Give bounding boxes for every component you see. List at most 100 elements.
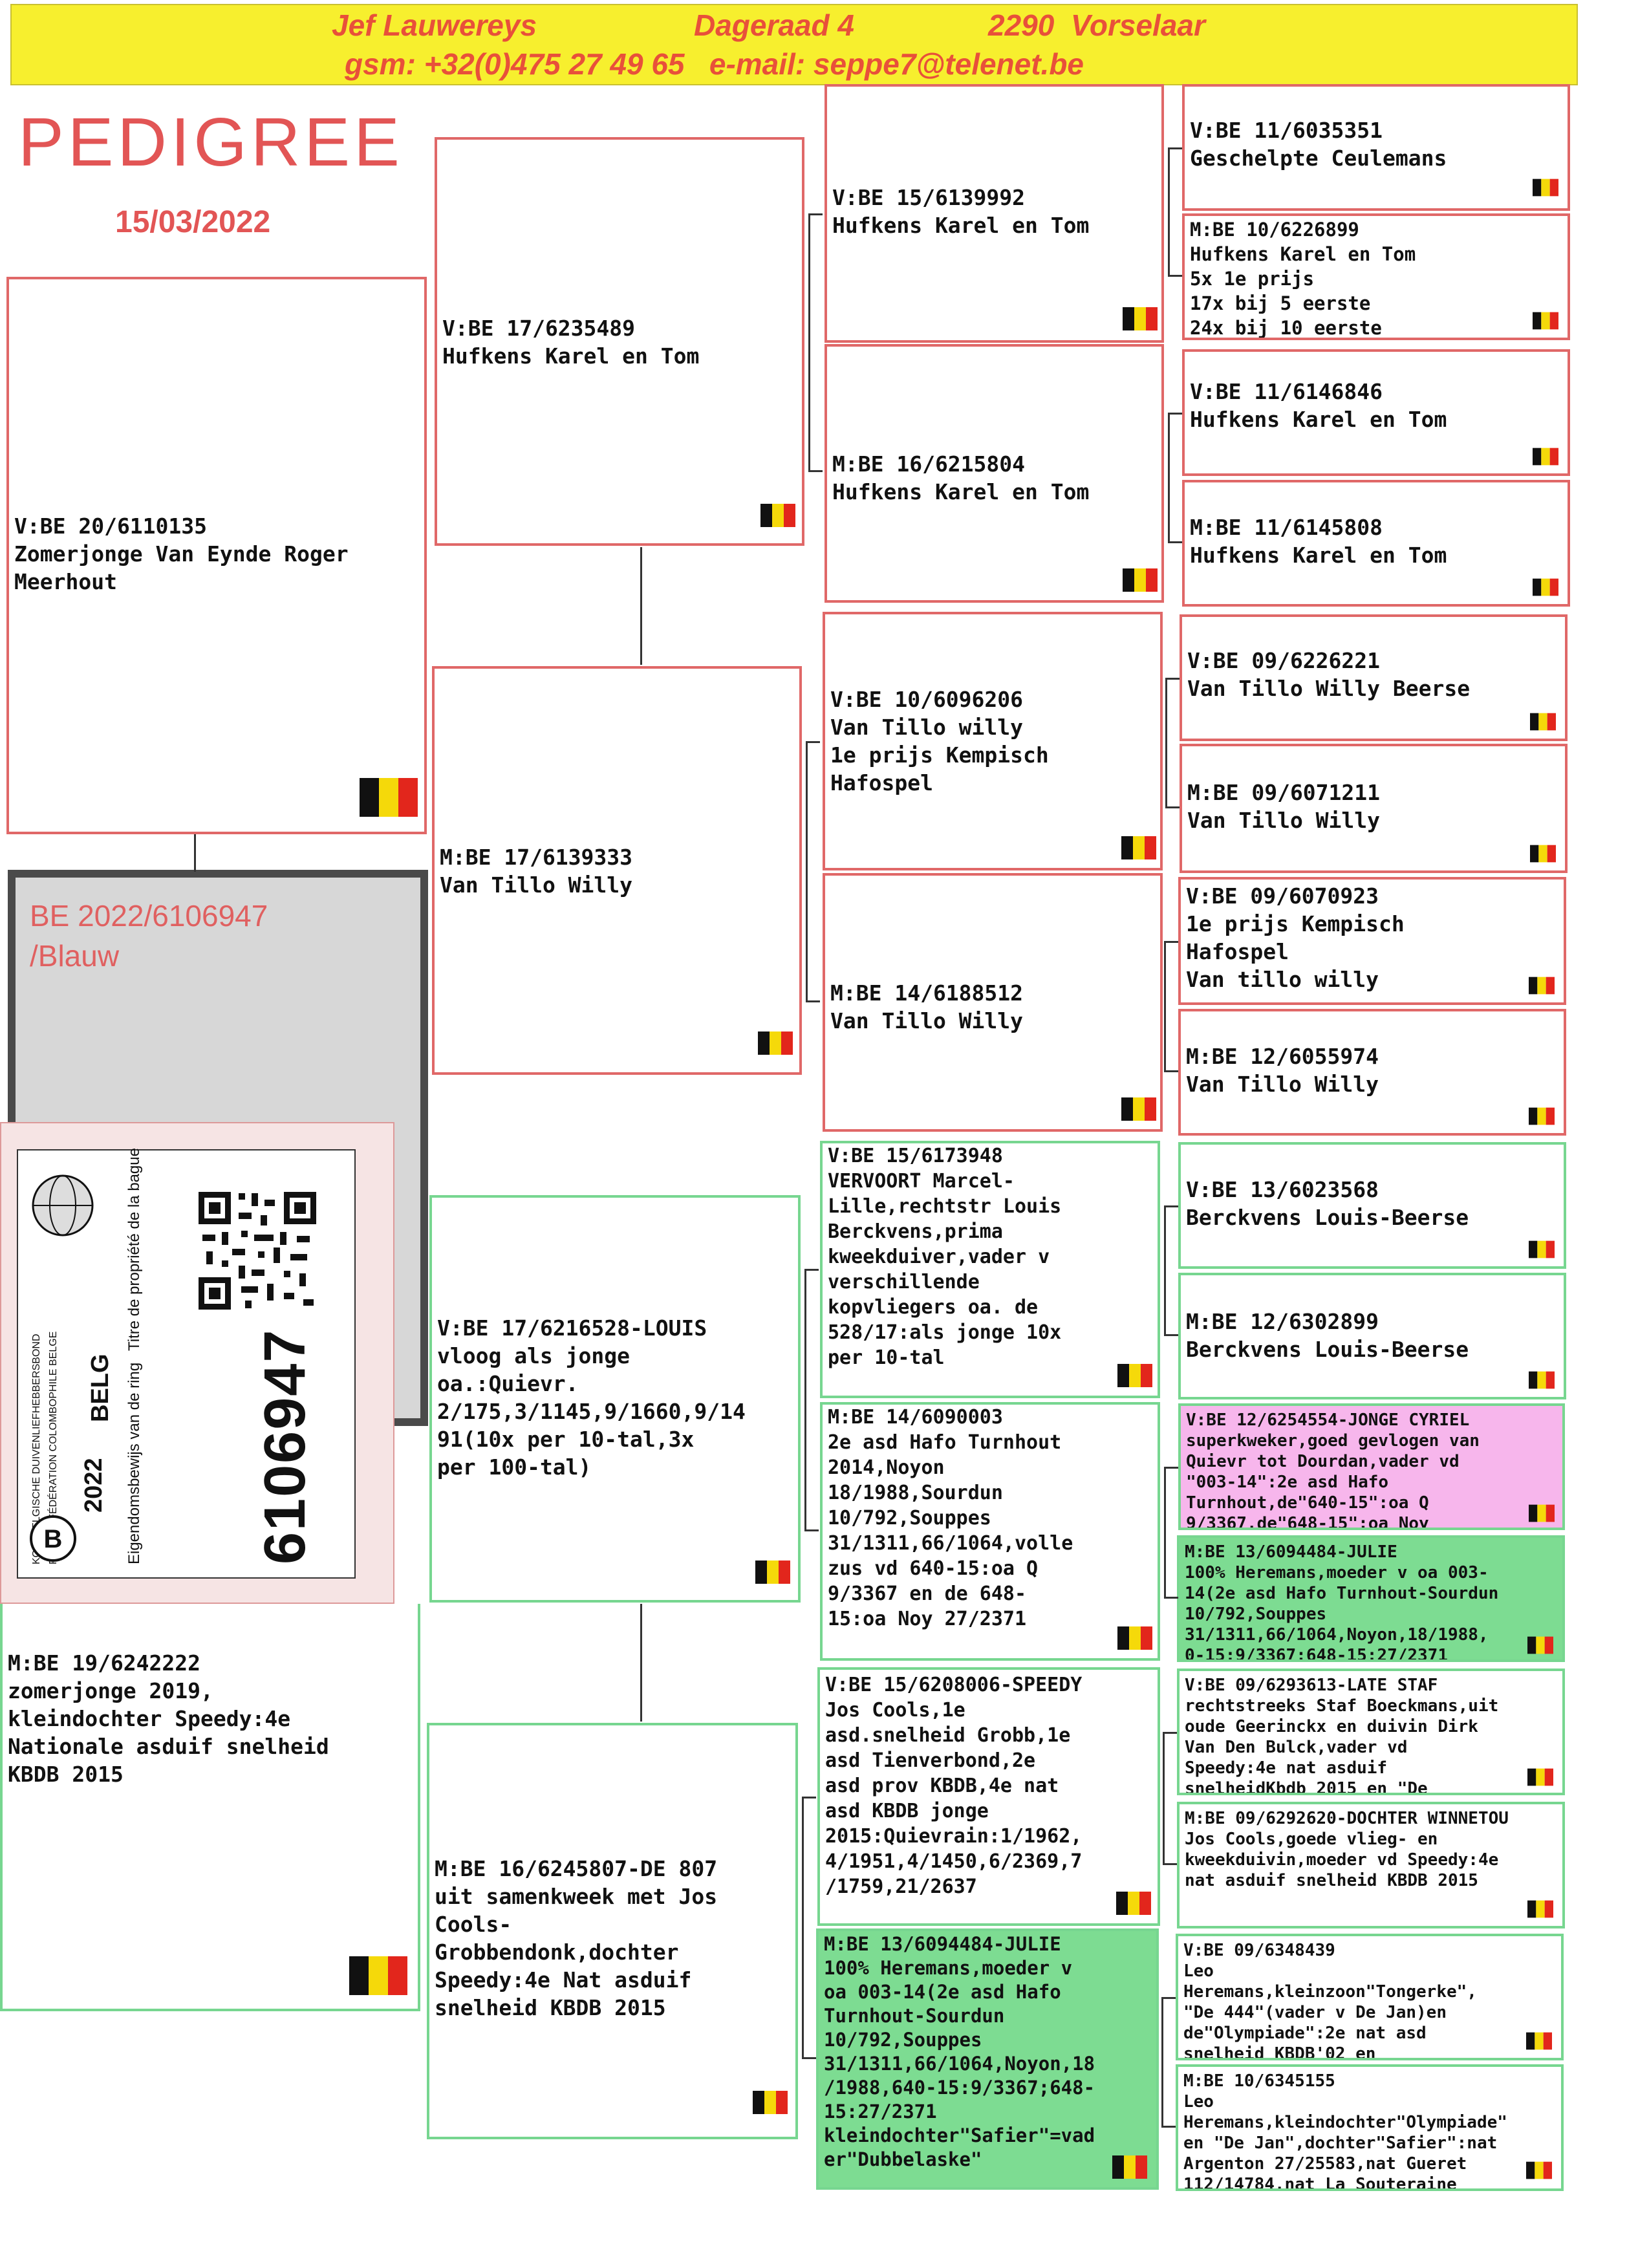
- belgium-flag-icon: [1526, 2161, 1552, 2179]
- belgium-flag-icon: [1527, 1636, 1553, 1654]
- g2-text-2: M:BE 17/6139333 Van Tillo Willy: [440, 845, 633, 898]
- g4-box-6: M:BE 09/6071211 Van Tillo Willy: [1180, 744, 1568, 873]
- bracket-g4-2: [1168, 413, 1182, 543]
- g2-box-2: M:BE 17/6139333 Van Tillo Willy: [432, 666, 802, 1075]
- sire-text: V:BE 20/6110135 Zomerjonge Van Eynde Rog…: [14, 513, 349, 594]
- bracket-g4-4: [1164, 941, 1178, 1072]
- sire-box: V:BE 20/6110135 Zomerjonge Van Eynde Rog…: [6, 277, 427, 834]
- g4-box-11: V:BE 12/6254554-JONGE CYRIEL superkweker…: [1178, 1403, 1565, 1530]
- g4-box-12: M:BE 13/6094484-JULIE 100% Heremans,moed…: [1177, 1535, 1565, 1662]
- belgium-flag-icon: [1527, 1900, 1553, 1918]
- bracket-g4-5: [1164, 1205, 1178, 1336]
- bracket-g4-8: [1161, 1997, 1176, 2128]
- bird-ring: BE 2022/6106947: [30, 899, 268, 933]
- bracket-g3-1: [808, 213, 823, 472]
- belgium-flag-icon: [1530, 845, 1556, 863]
- g3-box-5: V:BE 15/6173948 VERVOORT Marcel- Lille,r…: [820, 1141, 1160, 1398]
- bracket-g3-3: [804, 1269, 819, 1531]
- g2-box-4: M:BE 16/6245807-DE 807 uit samenkweek me…: [427, 1723, 798, 2139]
- breeder-contact: gsm: +32(0)475 27 49 65 e-mail: seppe7@t…: [345, 47, 1084, 81]
- g4-box-15: V:BE 09/6348439 Leo Heremans,kleinzoon"T…: [1176, 1934, 1564, 2060]
- g4-box-3: V:BE 11/6146846 Hufkens Karel en Tom: [1182, 349, 1570, 476]
- g3-text-5: V:BE 15/6173948 VERVOORT Marcel- Lille,r…: [828, 1145, 1062, 1369]
- bird-color: /Blauw: [30, 939, 120, 973]
- bracket-g4-3: [1165, 678, 1180, 808]
- g4-text-14: M:BE 09/6292620-DOCHTER WINNETOU Jos Coo…: [1185, 1809, 1509, 1890]
- belgium-flag-icon: [1533, 312, 1558, 330]
- kbdb-logo-icon: B: [30, 1515, 76, 1562]
- g2-box-1: V:BE 17/6235489 Hufkens Karel en Tom: [435, 137, 804, 546]
- g4-box-16: M:BE 10/6345155 Leo Heremans,kleindochte…: [1176, 2064, 1564, 2191]
- g2-box-3: V:BE 17/6216528-LOUIS vloog als jonge oa…: [429, 1195, 801, 1603]
- g3-box-8: M:BE 13/6094484-JULIE 100% Heremans,moed…: [816, 1928, 1159, 2190]
- connector-g2-bottom: [640, 1604, 642, 1722]
- belgium-flag-icon: [1529, 1371, 1555, 1389]
- ownership-label-fr: Titre de propriété de la bague: [125, 1148, 143, 1351]
- bracket-g3-2: [806, 741, 820, 1002]
- belgium-flag-icon: [1121, 1097, 1156, 1121]
- connector-g2-top: [640, 547, 642, 665]
- g4-box-7: V:BE 09/6070923 1e prijs Kempisch Hafosp…: [1178, 877, 1566, 1005]
- belgium-flag-icon: [360, 778, 418, 817]
- belgium-flag-icon: [753, 2091, 788, 2114]
- dam-box: M:BE 19/6242222 zomerjonge 2019, kleindo…: [0, 1604, 420, 2011]
- belgium-flag-icon: [1529, 1240, 1555, 1258]
- g3-box-3: V:BE 10/6096206 Van Tillo willy 1e prijs…: [823, 612, 1163, 870]
- belgium-flag-icon: [1527, 1768, 1553, 1786]
- belgium-flag-icon: [1533, 178, 1558, 197]
- g4-text-4: M:BE 11/6145808 Hufkens Karel en Tom: [1190, 515, 1447, 568]
- belgium-flag-icon: [1530, 713, 1556, 731]
- pedigree-date: 15/03/2022: [115, 205, 271, 239]
- g4-text-15: V:BE 09/6348439 Leo Heremans,kleinzoon"T…: [1183, 1941, 1477, 2060]
- belgium-flag-icon: [349, 1956, 407, 1995]
- qr-code-icon: [196, 1189, 319, 1312]
- g3-box-4: M:BE 14/6188512 Van Tillo Willy: [823, 873, 1163, 1132]
- g4-text-3: V:BE 11/6146846 Hufkens Karel en Tom: [1190, 379, 1447, 432]
- bird-ring-label: BE 2022/6106947 /Blauw: [30, 896, 268, 976]
- belgium-flag-icon: [1529, 977, 1555, 995]
- belgium-flag-icon: [1121, 836, 1156, 859]
- g4-text-7: V:BE 09/6070923 1e prijs Kempisch Hafosp…: [1186, 883, 1405, 992]
- belgium-flag-icon: [758, 1031, 793, 1055]
- dam-text: M:BE 19/6242222 zomerjonge 2019, kleindo…: [8, 1650, 329, 1787]
- g4-text-11: V:BE 12/6254554-JONGE CYRIEL superkweker…: [1186, 1410, 1480, 1530]
- globe-emblem-icon: [32, 1174, 94, 1237]
- breeder-name: Jef Lauwereys: [332, 8, 537, 42]
- g3-box-2: M:BE 16/6215804 Hufkens Karel en Tom: [824, 344, 1164, 603]
- belgium-flag-icon: [1117, 1364, 1152, 1387]
- g2-text-4: M:BE 16/6245807-DE 807 uit samenkweek me…: [435, 1856, 718, 2020]
- ownership-label-nl: Eigendomsbewijs van de ring: [125, 1362, 143, 1564]
- g4-text-1: V:BE 11/6035351 Geschelpte Ceulemans: [1190, 118, 1447, 171]
- g4-box-1: V:BE 11/6035351 Geschelpte Ceulemans: [1182, 84, 1570, 211]
- g4-text-16: M:BE 10/6345155 Leo Heremans,kleindochte…: [1183, 2071, 1507, 2191]
- belgium-flag-icon: [1112, 2155, 1147, 2179]
- ring-card-inner: 6106947 2022 BELG Eigendomsbewijs van de…: [17, 1148, 356, 1579]
- belgium-flag-icon: [1526, 2032, 1552, 2050]
- ring-ownership-card: 6106947 2022 BELG Eigendomsbewijs van de…: [0, 1122, 394, 1604]
- g4-text-12: M:BE 13/6094484-JULIE 100% Heremans,moed…: [1185, 1542, 1499, 1662]
- g2-text-1: V:BE 17/6235489 Hufkens Karel en Tom: [442, 316, 700, 369]
- g3-text-7: V:BE 15/6208006-SPEEDY Jos Cools,1e asd.…: [825, 1674, 1083, 1898]
- belgium-flag-icon: [1533, 578, 1558, 596]
- g4-box-8: M:BE 12/6055974 Van Tillo Willy: [1178, 1009, 1566, 1136]
- svg-text:B: B: [44, 1525, 63, 1553]
- g4-text-8: M:BE 12/6055974 Van Tillo Willy: [1186, 1044, 1379, 1097]
- breeder-city: 2290 Vorselaar: [988, 8, 1205, 42]
- belgium-flag-icon: [760, 504, 795, 527]
- g4-text-9: V:BE 13/6023568 Berckvens Louis-Beerse: [1186, 1177, 1469, 1230]
- g3-text-3: V:BE 10/6096206 Van Tillo willy 1e prijs…: [830, 687, 1049, 795]
- bracket-g4-1: [1168, 147, 1182, 277]
- ring-country: BELG: [87, 1354, 114, 1422]
- g4-box-5: V:BE 09/6226221 Van Tillo Willy Beerse: [1180, 614, 1568, 741]
- g4-box-10: M:BE 12/6302899 Berckvens Louis-Beerse: [1178, 1273, 1566, 1399]
- belgium-flag-icon: [1123, 307, 1158, 330]
- ring-number: 6106947: [253, 1328, 318, 1564]
- belgium-flag-icon: [1529, 1107, 1555, 1125]
- belgium-flag-icon: [1116, 1892, 1151, 1915]
- g4-box-14: M:BE 09/6292620-DOCHTER WINNETOU Jos Coo…: [1177, 1802, 1565, 1928]
- g4-box-4: M:BE 11/6145808 Hufkens Karel en Tom: [1182, 480, 1570, 607]
- g4-text-10: M:BE 12/6302899 Berckvens Louis-Beerse: [1186, 1309, 1469, 1362]
- header-banner: Jef Lauwereys Dageraad 4 2290 Vorselaar …: [10, 4, 1578, 85]
- belgium-flag-icon: [755, 1561, 790, 1584]
- g3-text-1: V:BE 15/6139992 Hufkens Karel en Tom: [832, 185, 1090, 238]
